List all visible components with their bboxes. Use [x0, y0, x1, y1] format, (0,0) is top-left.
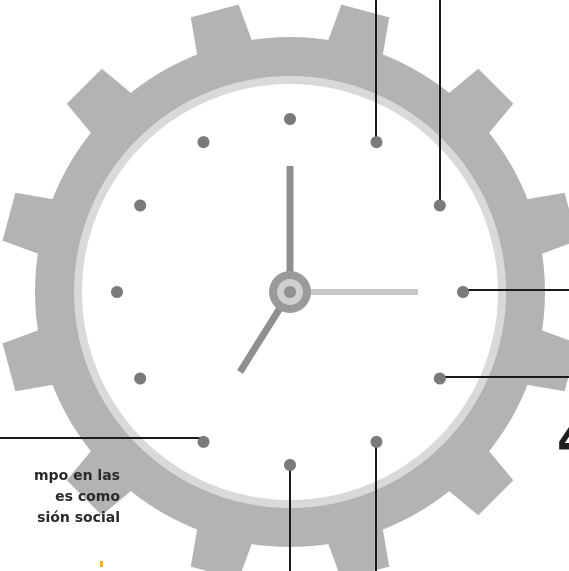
hour-marker-dot — [198, 436, 210, 448]
hour-marker-dot — [434, 200, 446, 212]
caption-truncated-accent — [88, 561, 120, 571]
hour-marker-dot — [198, 136, 210, 148]
hour-marker-dot — [434, 373, 446, 385]
edge-glyph: 4 — [557, 412, 569, 468]
hour-marker-dot — [111, 286, 123, 298]
hour-marker-dot — [284, 113, 296, 125]
hour-marker-dot — [134, 373, 146, 385]
center-pin — [284, 286, 296, 298]
hour-marker-dot — [134, 200, 146, 212]
hour-marker-dot — [457, 286, 469, 298]
hour-marker-dot — [284, 459, 296, 471]
hour-marker-dot — [371, 136, 383, 148]
caption-text: mpo en las es como sión social — [0, 466, 120, 529]
caption-line-3: sión social — [0, 508, 120, 529]
caption-line-2: es como — [0, 487, 120, 508]
caption-line-1: mpo en las — [0, 466, 120, 487]
hour-marker-dot — [371, 436, 383, 448]
